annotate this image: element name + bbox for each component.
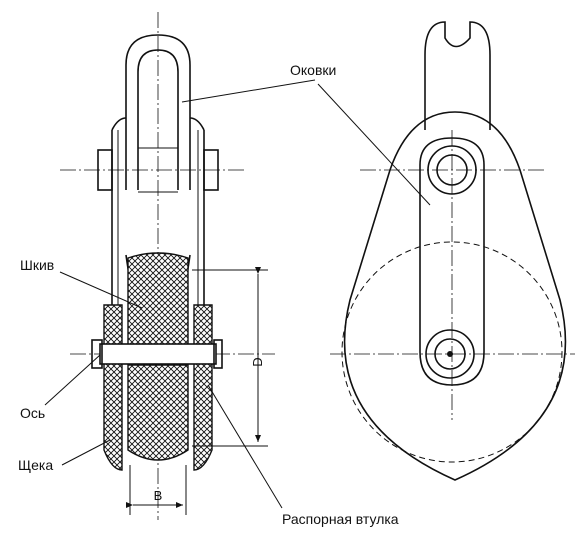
width-dimension: B bbox=[154, 488, 163, 503]
sheave-upper-section bbox=[127, 252, 189, 346]
leader-lines bbox=[44, 79, 431, 509]
upper-pin-left-end bbox=[97, 149, 113, 191]
fitting-plate bbox=[419, 137, 485, 386]
cheek-plate-outline bbox=[343, 111, 567, 481]
axle-head-right bbox=[213, 339, 223, 369]
shackle-outer bbox=[125, 34, 191, 190]
axle-nut-left bbox=[91, 339, 103, 369]
label-axle: Ось bbox=[20, 405, 45, 421]
upper-pin-right-end bbox=[203, 149, 219, 191]
shackle-inner bbox=[137, 49, 179, 190]
label-cheek: Щека bbox=[18, 457, 53, 473]
diameter-dimension: D bbox=[250, 357, 265, 366]
label-spacer: Распорная втулка bbox=[282, 511, 399, 527]
sheave-lower-section bbox=[127, 364, 189, 461]
label-sheave: Шкив bbox=[20, 257, 54, 273]
front-view bbox=[330, 21, 575, 481]
axle bbox=[99, 343, 217, 365]
side-section-view: D B bbox=[60, 12, 275, 520]
shackle-top bbox=[424, 21, 491, 130]
sheave-hidden-circle bbox=[341, 241, 563, 463]
label-fittings: Оковки bbox=[290, 62, 336, 78]
cheek-left bbox=[103, 304, 123, 471]
